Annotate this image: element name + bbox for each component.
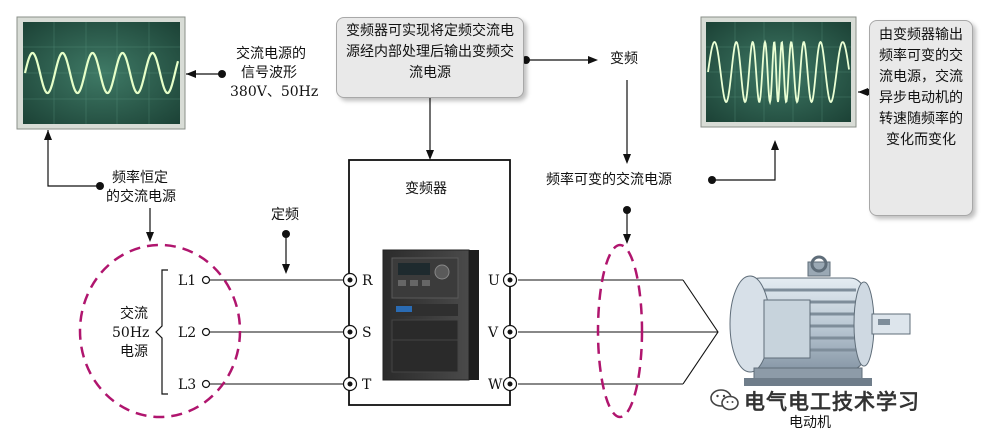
terminal-l1: L1 [178,273,196,289]
inverter-label: 变频器 [405,181,447,197]
ac-source-line1: 交流 [120,306,148,322]
terminal-s: S [362,325,372,341]
dingpin-label: 定频 [271,207,299,223]
center-callout-text: 变频器可实现将定频交流电源经内部处理后输出变频交流电源 [346,23,514,81]
signal-label-line1: 交流电源的 [236,46,306,62]
center-callout: 变频器可实现将定频交流电源经内部处理后输出变频交流电源 [336,17,524,98]
watermark-text: 电气电工技术学习 [744,390,920,414]
connector-right-scope [712,142,776,181]
const-freq-label-line2: 的交流电源 [106,189,176,205]
input-brace [155,269,168,395]
sine-wave-variable [707,39,850,106]
right-callout: 由变频器输出频率可变的交流电源，交流异步电动机的转速随频率的变化而变化 [869,20,973,216]
inverter-device [382,249,479,381]
signal-label-line2: 信号波形 [241,65,297,81]
const-freq-label-line1: 频率恒定 [112,170,168,186]
right-callout-text: 由变频器输出频率可变的交流电源，交流异步电动机的转速随频率的变化而变化 [879,27,963,148]
terminal-u: U [488,273,500,289]
terminal-t: T [362,377,372,393]
connector-constant-freq [47,130,100,187]
biaopin-label: 变频 [610,51,638,67]
wechat-icon [710,388,740,412]
output-ellipse [596,243,644,419]
input-ellipse [78,243,242,419]
signal-label-line3: 380V、50Hz [230,84,319,100]
sine-wave-constant [23,51,180,95]
motor-label: 电动机 [789,415,831,431]
right-oscilloscope [700,16,857,128]
terminal-w: W [488,377,503,393]
terminal-l2: L2 [178,325,196,341]
terminal-r: R [362,273,373,289]
terminal-v: V [487,325,499,341]
ac-source-line2: 50Hz [112,325,150,341]
ac-source-line3: 电源 [120,344,148,360]
terminal-l3: L3 [178,377,196,393]
variable-freq-label: 频率可变的交流电源 [546,172,672,188]
motor-illustration [729,255,911,386]
left-oscilloscope [16,16,186,130]
